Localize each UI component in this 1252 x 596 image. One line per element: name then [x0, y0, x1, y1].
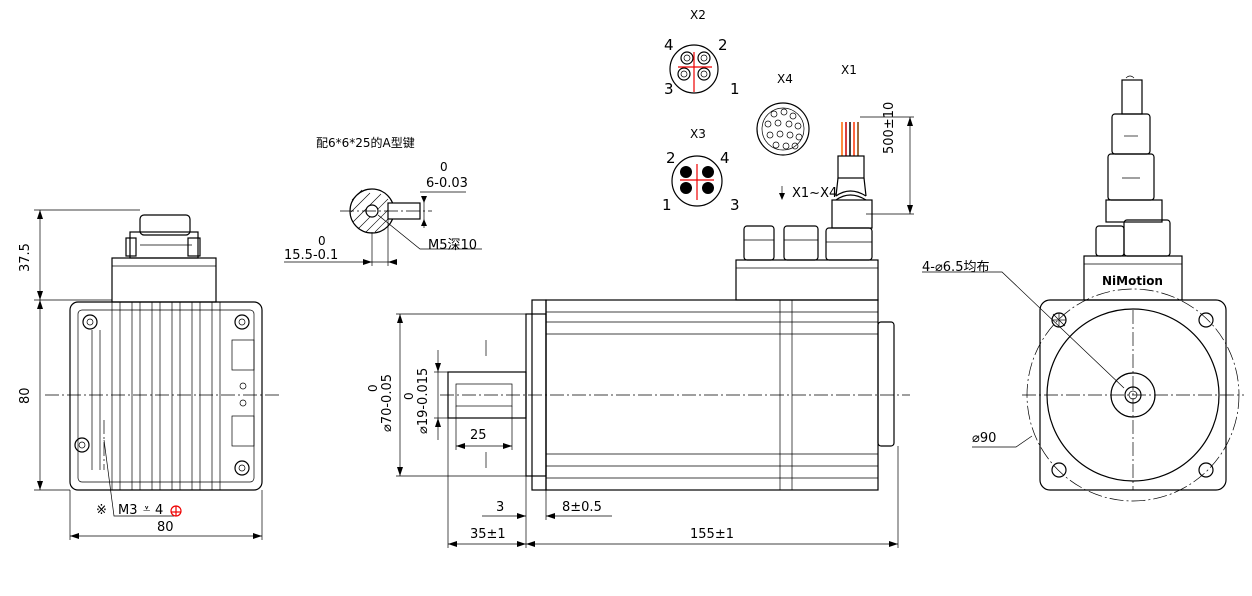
connector-x2 — [669, 44, 719, 94]
connector-x1-cable — [779, 116, 914, 229]
key-section — [284, 188, 482, 266]
connector-x3 — [671, 155, 723, 207]
connector-x4 — [756, 102, 810, 156]
end-view — [922, 75, 1244, 502]
side-view — [34, 209, 282, 540]
front-view — [396, 225, 910, 548]
